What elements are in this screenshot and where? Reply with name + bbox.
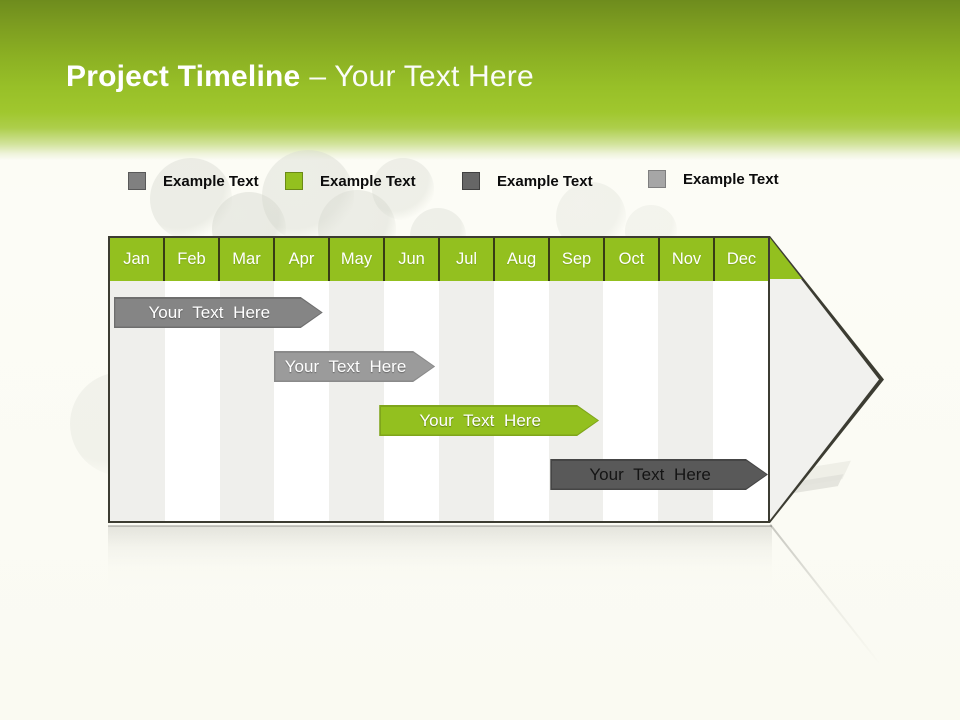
month-cell: Oct xyxy=(605,238,660,281)
legend-swatch xyxy=(128,172,146,190)
month-cell: Aug xyxy=(495,238,550,281)
timeline-bar-label: Your Text Here xyxy=(284,356,407,376)
timeline-bar: Your Text Here xyxy=(550,459,768,490)
legend-swatch xyxy=(462,172,480,190)
month-cell: Jan xyxy=(110,238,165,281)
month-cell: Apr xyxy=(275,238,330,281)
timeline-bar-label: Your Text Here xyxy=(148,302,271,322)
timeline-bar-label: Your Text Here xyxy=(589,464,711,484)
legend-item: Example Text xyxy=(462,172,593,190)
month-column xyxy=(494,281,549,521)
month-cell: Feb xyxy=(165,238,220,281)
table-reflection xyxy=(108,526,772,588)
month-cell: Sep xyxy=(550,238,605,281)
timeline-bar-fill xyxy=(381,407,598,435)
timeline-bar: Your Text Here xyxy=(379,405,599,436)
timeline-bar-label: Your Text Here xyxy=(419,410,541,430)
month-column xyxy=(384,281,439,521)
sphere-decor xyxy=(262,150,354,242)
legend-swatch xyxy=(648,170,666,188)
title-banner xyxy=(0,0,960,160)
title-primary: Project Timeline xyxy=(66,60,301,93)
month-cell: Dec xyxy=(726,250,757,268)
month-cell: Jun xyxy=(385,238,440,281)
legend-label: Example Text xyxy=(683,170,779,188)
month-cell: May xyxy=(330,238,385,281)
timeline-bar-fill xyxy=(115,299,321,327)
timeline-bar-fill xyxy=(275,353,433,381)
page-title: Project Timeline– Your Text Here xyxy=(66,60,534,94)
legend-item: Example Text xyxy=(648,170,779,188)
arrow-reflection-line xyxy=(769,524,883,668)
title-secondary: – Your Text Here xyxy=(309,60,534,93)
month-cell: Nov xyxy=(660,238,715,281)
month-cell: Mar xyxy=(220,238,275,281)
sphere-decor xyxy=(150,158,232,240)
legend-label: Example Text xyxy=(163,172,259,190)
timeline-bar: Your Text Here xyxy=(114,297,323,328)
legend-label: Example Text xyxy=(320,172,416,190)
month-column xyxy=(438,281,494,521)
month-column xyxy=(329,281,385,521)
legend-item: Example Text xyxy=(285,172,416,190)
month-cell: Jul xyxy=(440,238,495,281)
table-reflection-line xyxy=(108,525,772,527)
legend: Example Text Example Text Example Text Exam… xyxy=(0,0,960,190)
legend-swatch xyxy=(285,172,303,190)
legend-item: Example Text xyxy=(128,172,259,190)
timeline-bar: Your Text Here xyxy=(274,351,435,382)
timeline-bar-fill xyxy=(552,461,767,489)
legend-label: Example Text xyxy=(497,172,593,190)
arrowhead xyxy=(770,239,879,520)
